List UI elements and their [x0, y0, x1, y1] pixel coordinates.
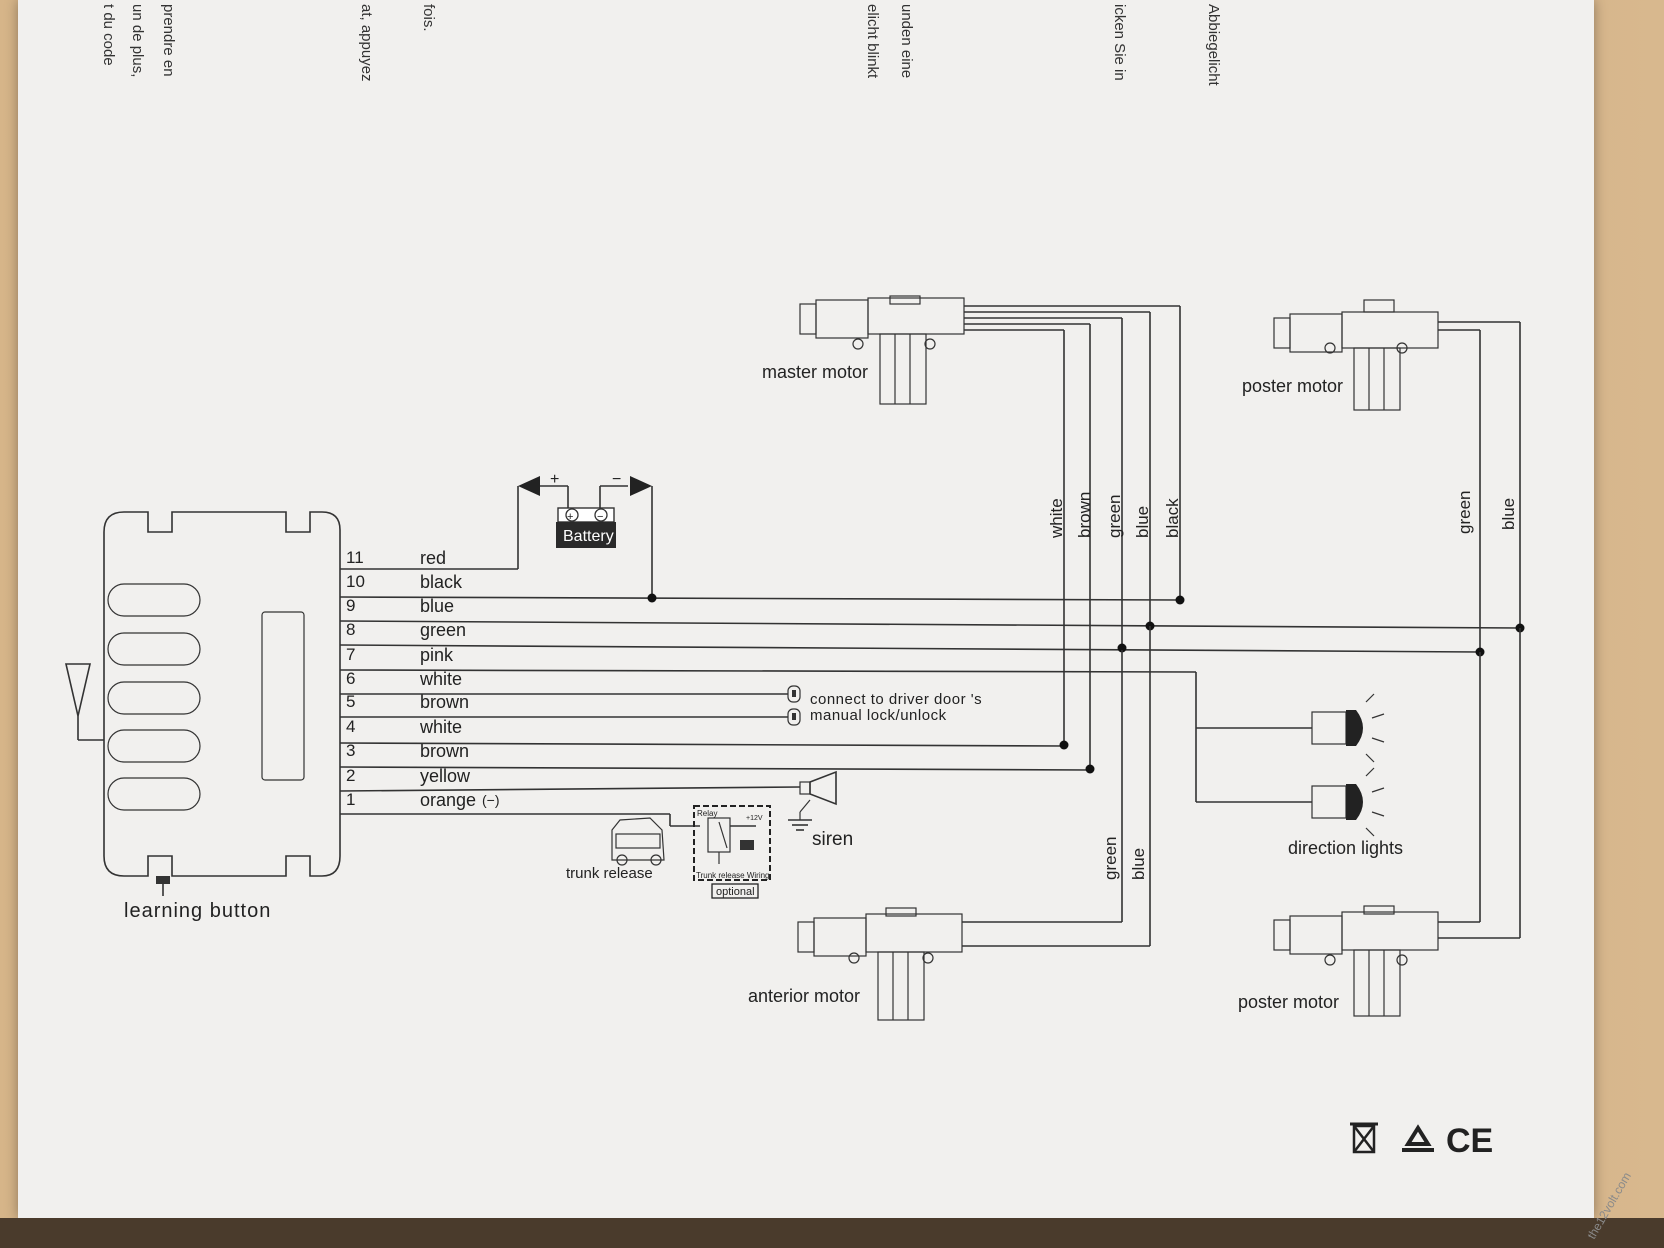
margin-text: t du code un de plus, prendre en at, app…	[100, 4, 1222, 87]
master-motor-wires: white brown green blue black	[964, 305, 1185, 774]
siren: siren	[788, 770, 853, 850]
control-unit	[103, 511, 341, 877]
wire-yellow	[339, 786, 801, 792]
poster-top-wire-label: blue	[1499, 498, 1518, 530]
wire-number: 10	[346, 572, 365, 591]
master-wire-label: brown	[1075, 492, 1094, 538]
wire-number: 8	[346, 620, 355, 639]
wire-number: 3	[346, 741, 355, 760]
wire-color-label: white	[419, 669, 462, 689]
orange-suffix: (−)	[482, 792, 500, 808]
watermark: the12volt.com	[1584, 1170, 1633, 1242]
wire-color-label: pink	[420, 645, 454, 665]
driver-door-connectors: connect to driver door 's manual lock/un…	[787, 685, 982, 726]
margin-text-line: un de plus,	[129, 4, 146, 77]
wire-number: 1	[346, 790, 355, 809]
margin-text-line: elicht blinkt	[864, 4, 881, 79]
wire-number: 4	[346, 717, 355, 736]
relay-caption: Trunk release Wiring	[696, 871, 770, 880]
relay-box: Relay +12V Trunk release Wiring optional	[693, 805, 771, 899]
recycle-icon	[1402, 1124, 1434, 1152]
wire-lines	[339, 486, 1521, 827]
learning-button: learning button	[124, 876, 271, 922]
master-wire-label: green	[1105, 495, 1124, 538]
driver-door-label-1: connect to driver door 's	[810, 691, 982, 708]
wire-color-label: green	[420, 620, 466, 640]
relay-optional-label: optional	[716, 886, 755, 898]
margin-text-line: fois.	[420, 4, 437, 32]
wire-number: 2	[346, 766, 355, 785]
poster-motor-bottom: poster motor	[1238, 628, 1521, 1017]
wire-color-label: yellow	[420, 766, 471, 786]
antenna-icon	[64, 663, 104, 741]
direction-lights-label: direction lights	[1288, 838, 1403, 858]
wire-green	[339, 644, 1481, 653]
wire-color-label: blue	[420, 596, 454, 616]
wire-color-label: black	[420, 572, 463, 592]
anterior-motor-label: anterior motor	[748, 986, 860, 1006]
anterior-wire-label: green	[1101, 837, 1120, 880]
relay-label: Relay	[697, 809, 717, 818]
wire-number: 6	[346, 669, 355, 688]
svg-text:+: +	[567, 511, 573, 523]
wire-color-label: white	[419, 717, 462, 737]
wire-number: 5	[346, 692, 355, 711]
wire-color-label: orange	[420, 790, 476, 810]
master-wire-label: blue	[1133, 506, 1152, 538]
wire-labels: 11 red 10 black 9 blue 8 green 7 pink 6 white 5 brown…	[346, 548, 500, 810]
trunk-release: trunk release	[566, 817, 665, 882]
battery-plus-label: +	[550, 471, 559, 488]
wire-color-label: red	[420, 548, 446, 568]
wire-color-label: brown	[420, 741, 469, 761]
relay-volt-label: +12V	[746, 815, 763, 822]
manual-page	[18, 0, 1594, 1218]
light-bulb-icon	[1311, 693, 1385, 763]
ce-mark: CE	[1446, 1122, 1493, 1160]
wire-blue	[339, 620, 1521, 629]
margin-text-line: unden eine	[898, 4, 915, 78]
poster-top-wire-label: green	[1455, 491, 1474, 534]
margin-text-line: t du code	[100, 4, 117, 66]
certification-marks: CE	[1350, 1122, 1493, 1160]
wire-color-label: brown	[420, 692, 469, 712]
svg-text:−: −	[597, 511, 603, 523]
wire-pink	[339, 669, 1197, 673]
driver-door-label-2: manual lock/unlock	[810, 707, 947, 724]
master-motor: master motor	[762, 295, 965, 405]
wheelie-bin-icon	[1350, 1122, 1378, 1154]
watermark-text: the12volt.com	[1584, 1170, 1633, 1242]
anterior-wire-label: blue	[1129, 848, 1148, 880]
poster-motor-bottom-label: poster motor	[1238, 992, 1339, 1012]
battery-minus-label: −	[612, 471, 621, 488]
wire-black	[339, 596, 1181, 601]
wire-brown-3	[339, 766, 1091, 771]
poster-motor-top: poster motor green blue	[1242, 299, 1525, 657]
wire-number: 7	[346, 645, 355, 664]
margin-text-line: at, appuyez	[358, 4, 375, 82]
wire-white-4	[339, 742, 1065, 747]
anterior-motor: anterior motor green blue	[748, 626, 1151, 1021]
master-wire-label: white	[1047, 498, 1066, 539]
master-wire-label: black	[1163, 498, 1182, 538]
wire-number: 11	[346, 548, 364, 567]
battery-label: Battery	[563, 528, 614, 545]
siren-label: siren	[812, 829, 853, 850]
direction-lights: direction lights	[1195, 672, 1403, 858]
learning-button-label: learning button	[124, 900, 271, 922]
master-motor-label: master motor	[762, 362, 868, 382]
battery: + − + − Battery	[518, 471, 657, 603]
margin-text-line: prendre en	[160, 4, 177, 77]
trunk-release-label: trunk release	[566, 865, 653, 882]
desk-shadow	[0, 1218, 1664, 1248]
light-bulb-icon	[1311, 767, 1385, 837]
margin-text-line: Abbiegelicht	[1205, 4, 1222, 87]
poster-motor-top-label: poster motor	[1242, 376, 1343, 396]
wire-number: 9	[346, 596, 355, 615]
margin-text-line: icken Sie in	[1111, 4, 1128, 81]
